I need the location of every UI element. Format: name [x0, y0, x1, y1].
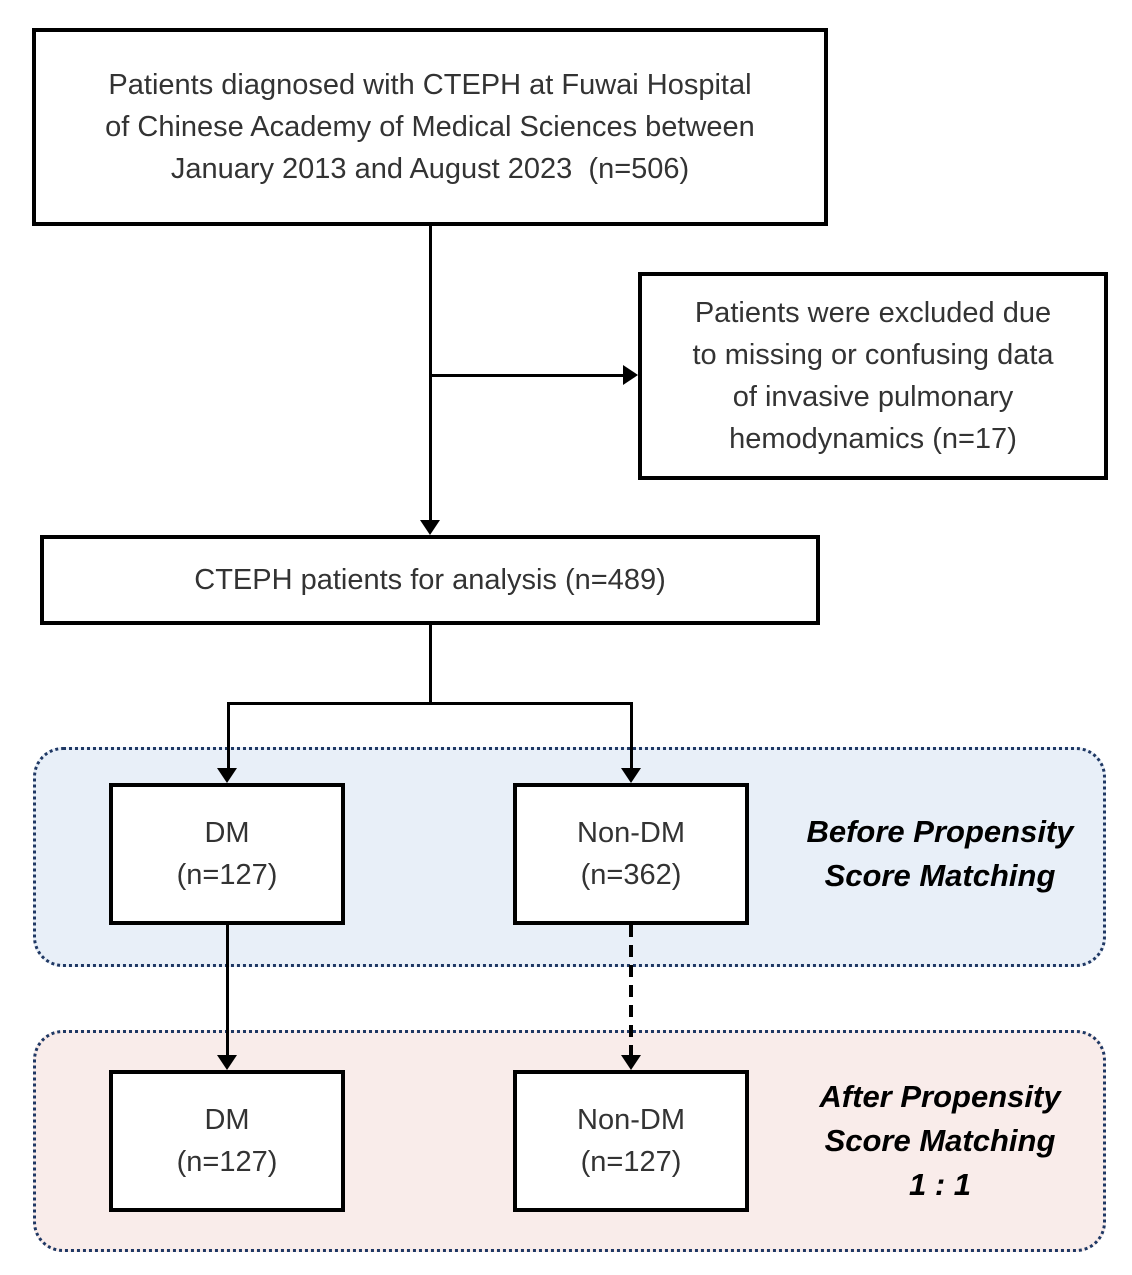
before-matching-label: Before Propensity Score Matching: [780, 810, 1100, 898]
box-excluded-line1: Patients were excluded due: [694, 297, 1052, 329]
box-initial-cohort: Patients diagnosed with CTEPH at Fuwai H…: [32, 28, 828, 226]
box-before-dm-line2: (n=127): [176, 859, 278, 891]
box-before-nondm-line1: Non-DM: [577, 817, 685, 849]
arrowhead-into-after-dm-icon: [217, 1055, 237, 1070]
arrowhead-into-before-dm-icon: [217, 768, 237, 783]
box-excluded-line4: hemodynamics (n=17): [729, 423, 1017, 455]
box-before-dm: DM (n=127): [109, 783, 345, 925]
before-matching-label-line1: Before Propensity: [806, 814, 1074, 849]
after-matching-label-line3: 1 : 1: [908, 1167, 972, 1202]
box-analysis-cohort: CTEPH patients for analysis (n=489): [40, 535, 820, 625]
box-initial-line2: of Chinese Academy of Medical Sciences b…: [105, 111, 755, 143]
box-initial-line1: Patients diagnosed with CTEPH at Fuwai H…: [108, 69, 752, 101]
arrowhead-into-after-nondm-icon: [621, 1055, 641, 1070]
after-matching-label: After Propensity Score Matching 1 : 1: [780, 1075, 1100, 1207]
box-after-nondm-line2: (n=127): [580, 1146, 682, 1178]
box-before-nondm-line2: (n=362): [580, 859, 682, 891]
before-matching-label-line2: Score Matching: [824, 858, 1056, 893]
box-excluded-line2: to missing or confusing data: [692, 339, 1054, 371]
arrowhead-into-before-nondm-icon: [621, 768, 641, 783]
after-matching-label-line2: Score Matching: [824, 1123, 1056, 1158]
box-after-nondm: Non-DM (n=127): [513, 1070, 749, 1212]
box-after-nondm-line1: Non-DM: [577, 1104, 685, 1136]
connector-initial-to-analysis: [429, 226, 432, 520]
box-excluded-patients: Patients were excluded due to missing or…: [638, 272, 1108, 480]
box-analysis-line1: CTEPH patients for analysis (n=489): [194, 564, 666, 596]
arrowhead-into-analysis-icon: [420, 520, 440, 535]
box-after-dm-line1: DM: [204, 1104, 250, 1136]
box-before-dm-line1: DM: [204, 817, 250, 849]
connector-dm-to-matched: [226, 925, 229, 1057]
box-before-nondm: Non-DM (n=362): [513, 783, 749, 925]
after-matching-label-line1: After Propensity: [819, 1079, 1061, 1114]
box-after-dm-line2: (n=127): [176, 1146, 278, 1178]
connector-analysis-to-split: [429, 625, 432, 705]
box-excluded-line3: of invasive pulmonary: [732, 381, 1014, 413]
connector-branch-to-excluded: [430, 374, 623, 377]
box-after-dm: DM (n=127): [109, 1070, 345, 1212]
box-initial-line3: January 2013 and August 2023 (n=506): [170, 153, 690, 185]
connector-split-bar: [227, 702, 633, 705]
arrowhead-into-excluded-icon: [623, 365, 638, 385]
connector-split-to-nondm: [630, 702, 633, 770]
connector-split-to-dm: [227, 702, 230, 770]
connector-nondm-to-matched-dashed: [629, 925, 633, 1057]
